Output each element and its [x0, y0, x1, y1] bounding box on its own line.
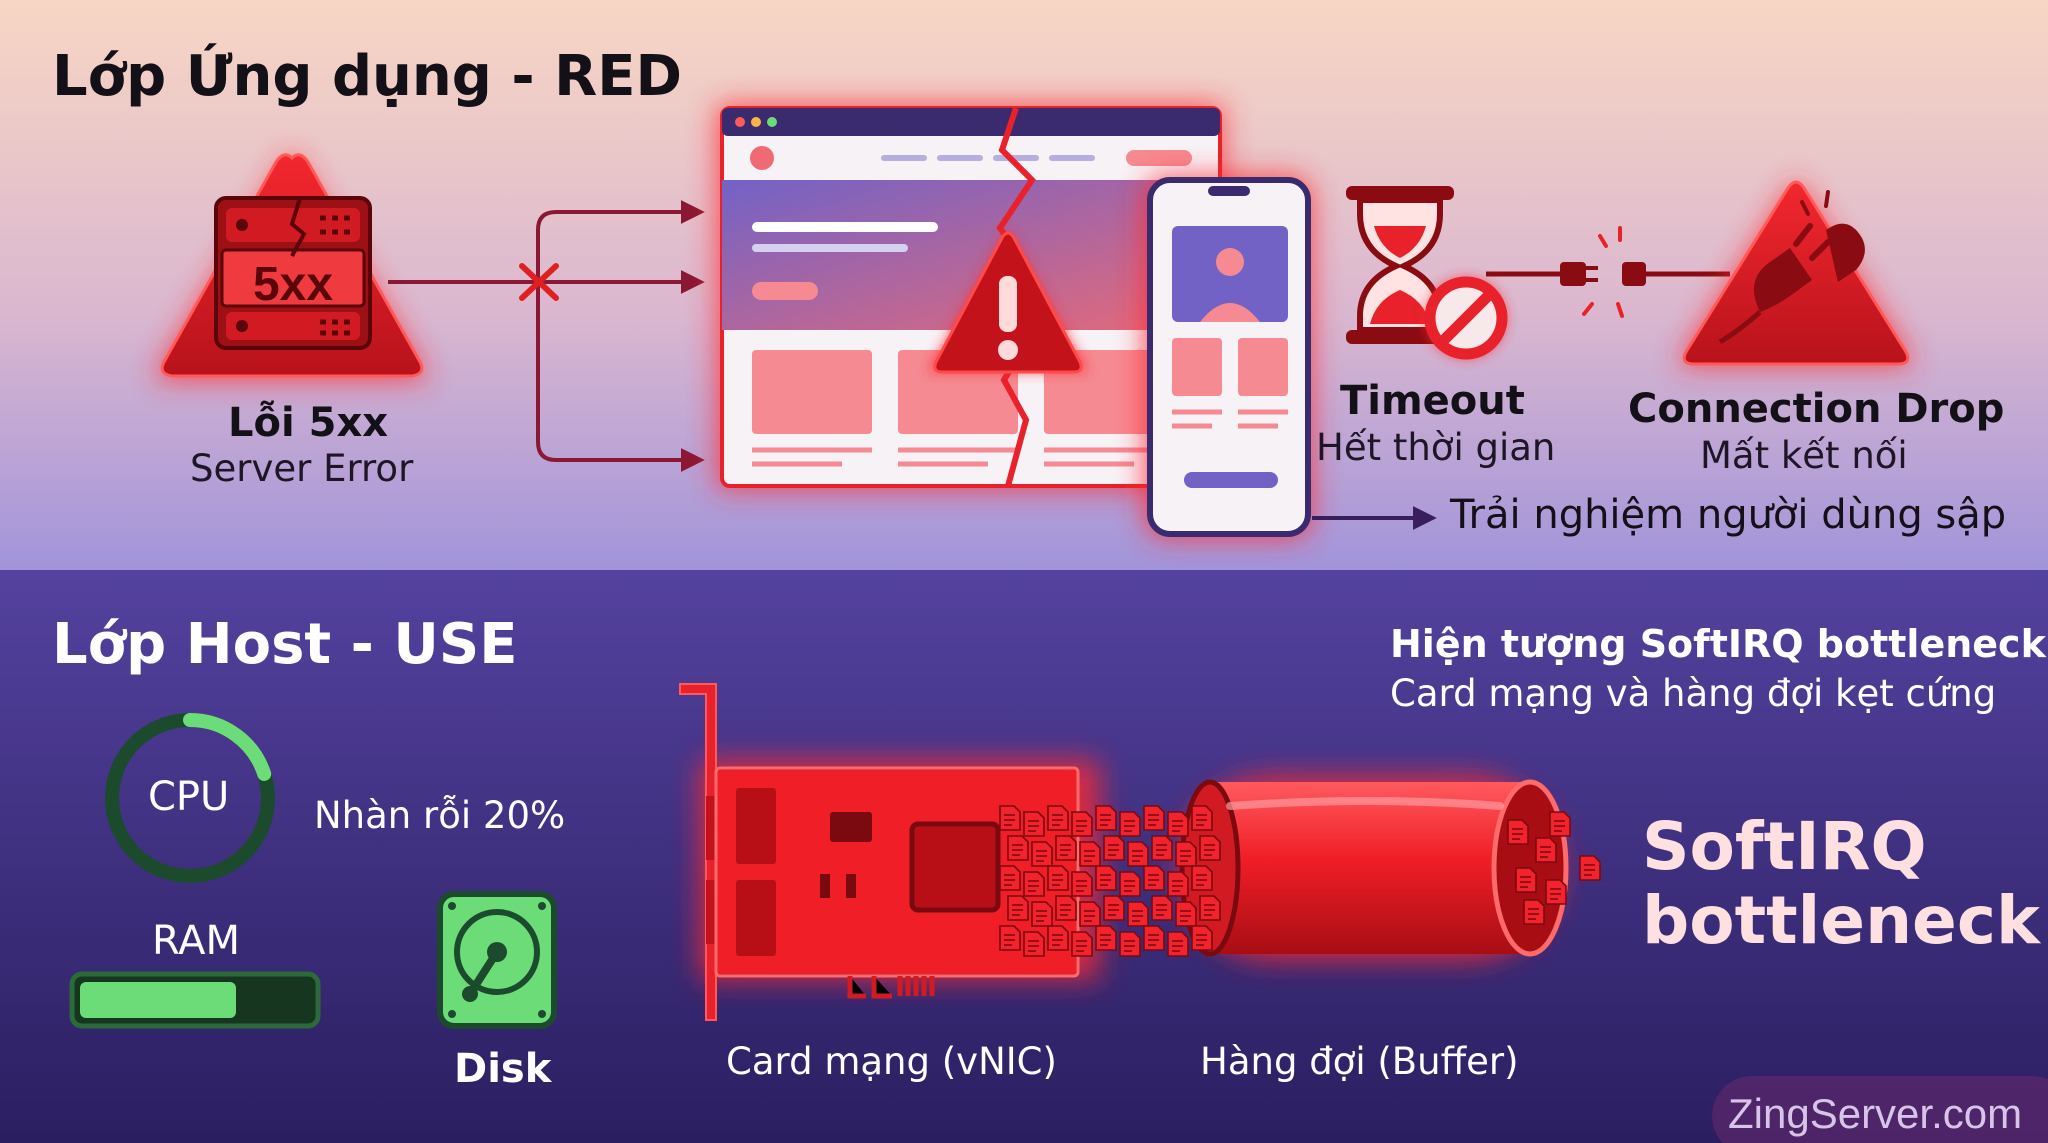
cpu-status: Nhàn rỗi 20%: [314, 794, 566, 837]
packet-icon: [1095, 925, 1117, 951]
packet-icon: [1071, 871, 1093, 897]
smartphone-icon: [1144, 176, 1312, 538]
packet-icon: [1167, 871, 1189, 897]
packet-icon: [1103, 895, 1125, 921]
packet-icon: [1079, 901, 1101, 927]
packet-icon: [999, 865, 1021, 891]
red-layer-title: Lớp Ứng dụng - RED: [52, 44, 682, 109]
ram-label: RAM: [152, 918, 241, 964]
packet-icon: [1167, 811, 1189, 837]
packet-icon: [1047, 865, 1069, 891]
packet-icon: [1579, 855, 1601, 881]
packet-icon: [1103, 835, 1125, 861]
packet-icon: [1055, 835, 1077, 861]
packet-icon: [1071, 811, 1093, 837]
packet-icon: [1119, 811, 1141, 837]
cpu-label: CPU: [148, 774, 230, 820]
packet-icon: [999, 805, 1021, 831]
packet-icon: [1151, 835, 1173, 861]
packet-icon: [999, 925, 1021, 951]
use-layer-title: Lớp Host - USE: [52, 612, 518, 677]
packet-icon: [1127, 841, 1149, 867]
watermark: ZingServer.com: [1728, 1090, 2023, 1137]
timeout-title: Timeout: [1340, 378, 1525, 424]
packet-icon: [1119, 931, 1141, 957]
cpu-ring-icon: [105, 713, 275, 883]
buffer-tube: [1179, 776, 1569, 960]
packet-icon: [1023, 931, 1045, 957]
unplugged-plug-icon: [1676, 178, 1916, 366]
server-badge: 5xx: [253, 258, 333, 311]
warning-icon: [928, 228, 1088, 374]
ux-collapse-label: Trải nghiệm người dùng sập: [1450, 492, 2007, 538]
prohibited-icon: [1424, 276, 1508, 360]
packet-icon: [1023, 871, 1045, 897]
phenomenon-subtitle: Card mạng và hàng đợi kẹt cứng: [1390, 672, 1997, 715]
blocked-x-icon: [519, 263, 559, 301]
packet-icon: [1007, 835, 1029, 861]
buffer-label: Hàng đợi (Buffer): [1200, 1040, 1519, 1083]
timeout-subtitle: Hết thời gian: [1316, 426, 1556, 469]
packet-icon: [1023, 811, 1045, 837]
phenomenon-title: Hiện tượng SoftIRQ bottleneck:: [1390, 622, 2048, 666]
packet-icon: [1119, 871, 1141, 897]
packet-icon: [1079, 841, 1101, 867]
packet-icon: [1199, 835, 1221, 861]
packet-icon: [1071, 931, 1093, 957]
packet-icon: [1143, 865, 1165, 891]
softirq-line1: SoftIRQ: [1642, 808, 1927, 885]
nic-label: Card mạng (vNIC): [726, 1040, 1057, 1083]
hourglass-icon: [1346, 186, 1454, 344]
packet-icon: [1047, 805, 1069, 831]
packet-icon: [1191, 805, 1213, 831]
packet-icon: [1549, 811, 1571, 837]
packet-icon: [1143, 925, 1165, 951]
packet-icon: [1545, 879, 1567, 905]
packet-icon: [1151, 895, 1173, 921]
connection-drop-subtitle: Mất kết nối: [1700, 434, 1908, 477]
packet-icon: [1007, 895, 1029, 921]
error5xx-subtitle: Server Error: [190, 447, 414, 490]
connection-drop-title: Connection Drop: [1628, 386, 2005, 432]
packet-icon: [1055, 895, 1077, 921]
packet-icon: [1095, 865, 1117, 891]
error5xx-title: Lỗi 5xx: [228, 400, 389, 446]
packet-icon: [1047, 925, 1069, 951]
packet-icon: [1191, 925, 1213, 951]
packet-icon: [1175, 841, 1197, 867]
packet-icon: [1031, 901, 1053, 927]
server-connectors: [388, 200, 705, 472]
packet-icon: [1167, 931, 1189, 957]
packet-icon: [1031, 841, 1053, 867]
disk-icon: [437, 891, 557, 1029]
packet-icon: [1095, 805, 1117, 831]
packet-icon: [1191, 865, 1213, 891]
packet-icon: [1143, 805, 1165, 831]
packet-icon: [1175, 901, 1197, 927]
packet-icon: [1515, 867, 1537, 893]
watermark-pill: [1712, 1076, 2048, 1143]
packet-icon: [1507, 819, 1529, 845]
packet-icon: [1535, 837, 1557, 863]
server-error-icon: [152, 150, 430, 380]
unplugged-cable: [1486, 226, 1730, 318]
ram-bar: [69, 971, 321, 1029]
packet-icon: [1199, 895, 1221, 921]
packet-icon: [1523, 899, 1545, 925]
packet-icon: [1127, 901, 1149, 927]
softirq-line2: bottleneck: [1642, 882, 2040, 959]
disk-label: Disk: [454, 1046, 552, 1092]
